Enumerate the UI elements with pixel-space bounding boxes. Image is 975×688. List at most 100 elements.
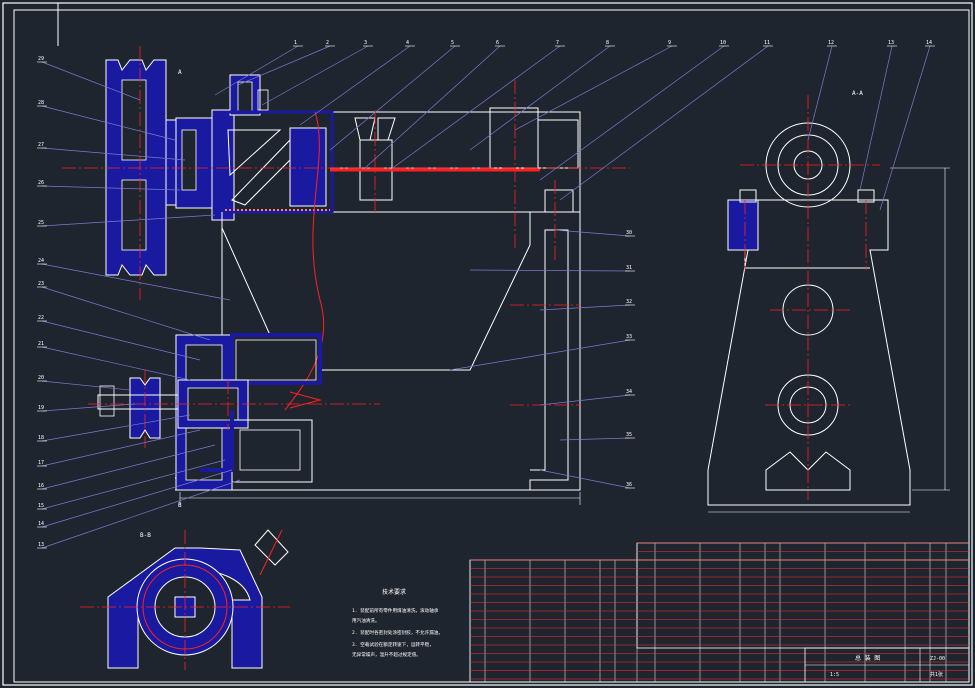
side-center-lines [740,95,880,500]
section-mark-bottom: B-B [140,532,151,539]
leader-left-0 [41,61,141,101]
leader-left-15 [41,469,233,528]
section-tag-1: A [178,69,182,76]
title-block-scale: 1:5 [830,672,839,678]
balloon-top-5: 6 [496,40,499,46]
leader-top-3 [299,45,411,126]
front-view [62,46,630,505]
balloon-left-13: 16 [38,483,44,489]
leader-left-11 [41,414,191,442]
leader-top-10 [559,45,769,201]
balloon-left-7: 22 [38,315,44,321]
balloon-top-8: 9 [668,40,671,46]
balloon-left-6: 23 [38,281,44,287]
balloon-left-16: 13 [38,542,44,548]
balloon-top-3: 4 [406,40,409,46]
balloon-top-2: 3 [364,40,367,46]
tech-req-line-1: 1. 装配前所有零件用煤油清洗，滚动轴承 [352,607,439,614]
leader-left-4 [41,214,216,227]
leader-top-5 [364,45,501,169]
leader-left-13 [41,444,216,490]
cutter-box [220,107,581,214]
tech-req-heading: 技术要求 [382,588,406,596]
leader-right-4 [539,394,631,406]
leader-left-16 [41,479,241,549]
leader-right-5 [559,437,631,441]
balloon-top-4: 5 [451,40,454,46]
parts-list-table [469,542,970,683]
leader-right-0 [554,229,631,237]
leader-left-7 [41,320,201,361]
leader-top-8 [514,45,673,131]
leader-right-2 [539,304,631,311]
balloon-left-4: 25 [38,220,44,226]
balloon-top-13: 14 [926,40,932,46]
balloon-top-11: 12 [828,40,834,46]
leader-left-5 [41,263,231,301]
leader-left-2 [41,147,186,161]
balloon-left-12: 17 [38,460,44,466]
balloon-right-0: 30 [626,230,632,236]
tech-req-line-4: 3. 空载试验在额定转速下，运转平稳， [352,641,434,648]
leader-right-3 [449,339,631,371]
large-pulley [105,59,187,276]
leader-left-3 [41,185,181,191]
front-center-lines [62,46,630,448]
technical-requirements: 技术要求 1. 装配前所有零件用煤油清洗，滚动轴承 用汽油清洗。 2. 装配时各… [352,588,443,658]
leader-left-9 [41,380,131,391]
balloon-left-11: 18 [38,435,44,441]
title-block-sheet: 共1张 [930,671,943,678]
balloon-right-2: 32 [626,299,632,305]
balloon-left-9: 20 [38,375,44,381]
tech-req-line-5: 无异常噪声，温升不超过规定值。 [352,651,421,658]
balloon-left-10: 19 [38,405,44,411]
leader-left-12 [41,429,201,467]
leader-top-11 [807,45,833,141]
balloon-left-8: 21 [38,341,44,347]
parts-table-upper-frame [636,542,970,649]
leader-lines [41,45,931,549]
leader-top-0 [214,45,299,96]
title-block: 总 装 图 ZJ-00 1:5 共1张 [804,647,970,683]
side-dimensions [708,167,950,513]
balloon-left-3: 26 [38,180,44,186]
leader-right-6 [539,469,631,489]
balloon-top-6: 7 [556,40,559,46]
balloon-left-15: 14 [38,521,44,527]
side-view [707,95,950,513]
balloon-top-10: 11 [764,40,770,46]
balloon-right-6: 36 [626,482,632,488]
front-dimensions [179,492,581,505]
balloon-top-0: 1 [294,40,297,46]
balloon-left-5: 24 [38,258,44,264]
leader-top-12 [859,45,893,191]
balloon-top-9: 10 [720,40,726,46]
leader-left-8 [41,346,191,381]
leader-left-6 [41,286,211,341]
balloon-top-12: 13 [888,40,894,46]
tech-req-line-2: 用汽油清洗。 [352,617,380,624]
small-pulley [97,377,179,439]
title-block-title: 总 装 图 [855,654,880,662]
section-tag-2: B [178,502,182,509]
balloon-left-2: 27 [38,142,44,148]
lower-gearbox [175,333,322,491]
leader-top-6 [389,45,561,171]
balloon-right-5: 35 [626,432,632,438]
bottom-section-view [80,529,290,670]
leader-right-1 [469,269,631,272]
title-block-drawing-no: ZJ-00 [930,656,945,662]
leader-top-9 [539,45,725,181]
leader-left-10 [41,403,136,412]
leader-top-7 [469,45,611,151]
leader-top-2 [261,45,369,106]
balloon-left-14: 15 [38,503,44,509]
tech-req-line-3: 2. 装配时各密封处涂密封胶，不允许漏油。 [352,629,443,636]
parts-table-frame [469,559,970,683]
balloon-right-3: 33 [626,334,632,340]
balloon-left-0: 29 [38,56,44,62]
balloon-right-1: 31 [626,265,632,271]
